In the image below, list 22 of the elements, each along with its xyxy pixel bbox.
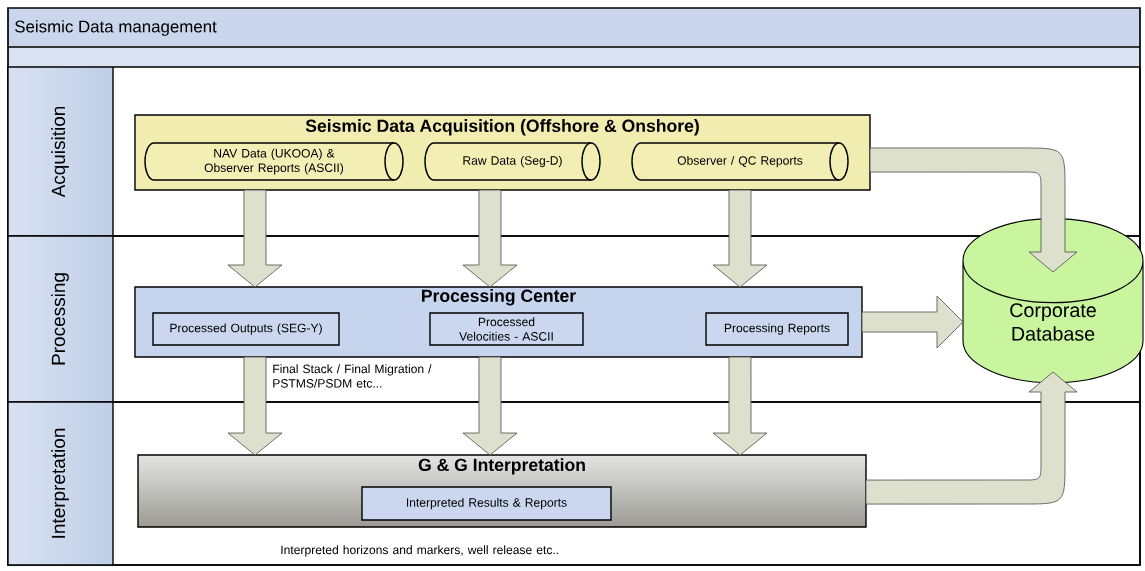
block-arrow [865,371,1078,505]
block-arrow [462,356,518,456]
data-cylinder: Raw Data (Seg-D) [424,142,601,181]
block-arrow [227,356,283,456]
output-box: Processing Reports [705,312,849,346]
note-text: Final Stack / Final Migration / PSTMS/PSDM etc... [273,364,432,388]
output-box: Processed Velocities - ASCII [429,312,584,346]
database-cylinder: Corporate Database [962,218,1144,384]
block-arrow [861,295,964,349]
output-box: Interpreted Results & Reports [361,486,612,521]
output-box: Processed Outputs (SEG-Y) [152,312,340,346]
data-cylinder: Observer / QC Reports [631,142,849,181]
block-arrow [227,189,283,288]
node-label: NAV Data (UKOOA) & Observer Reports (ASCII) [204,148,344,175]
data-cylinder: NAV Data (UKOOA) & Observer Reports (ASCII) [144,142,404,181]
block-arrow [712,356,768,456]
note-text: Interpreted horizons and markers, well release etc.. [281,545,558,557]
node-label: Observer / QC Reports [677,155,803,168]
node-label: Raw Data (Seg-D) [463,155,562,168]
block-arrow [712,189,768,288]
block-arrow [462,189,518,288]
block-arrow [869,147,1078,273]
